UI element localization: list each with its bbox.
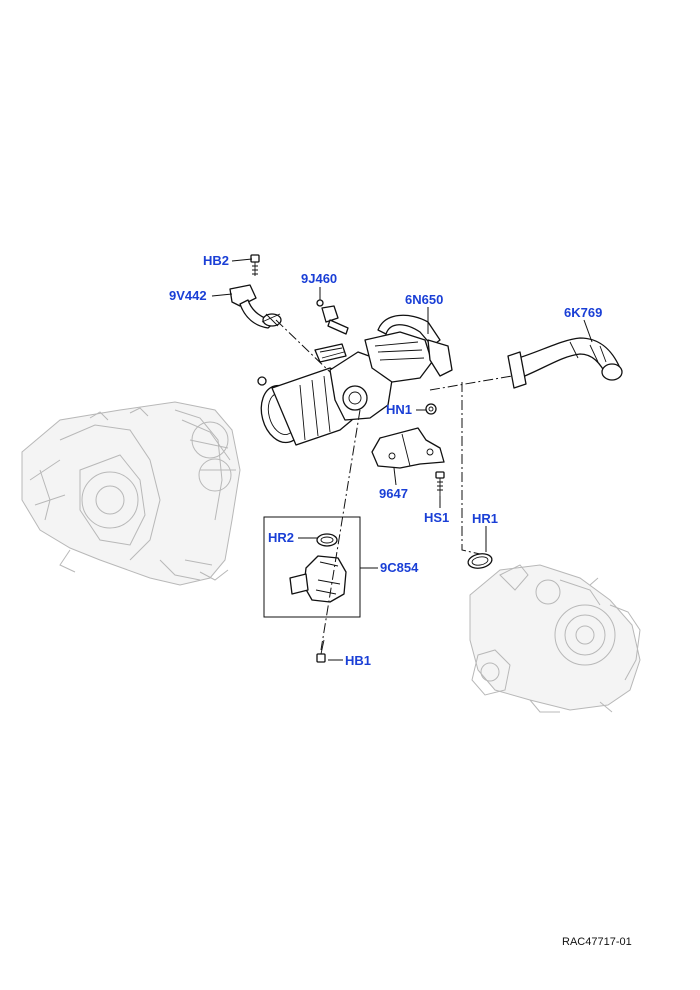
diagram-reference-code: RAC47717-01 — [562, 936, 632, 948]
sensor-9j460 — [316, 299, 349, 335]
callout-hs1: HS1 — [424, 510, 449, 525]
callout-9j460: 9J460 — [301, 271, 337, 286]
leader-lines — [211, 258, 593, 661]
bracket-9647 — [371, 427, 445, 469]
nut-hn1 — [425, 403, 437, 415]
intake-assembly — [257, 314, 453, 446]
callout-labels: HB2 9V442 9J460 6N650 6K769 HN1 9647 HS1… — [169, 253, 602, 668]
bolt-hb1 — [316, 639, 326, 663]
bolt-hb2 — [250, 254, 260, 276]
o-ring-hr1 — [467, 553, 493, 569]
detail-box-9c854 — [263, 516, 361, 618]
screw-hs1 — [435, 471, 445, 496]
callout-hb2: HB2 — [203, 253, 229, 268]
callout-9c854: 9C854 — [380, 560, 419, 575]
actuator-9c854 — [289, 533, 347, 603]
callout-hr1: HR1 — [472, 511, 498, 526]
callout-hr2: HR2 — [268, 530, 294, 545]
hose-6k769 — [507, 337, 623, 389]
transmission-ghost — [21, 401, 241, 586]
callout-6k769: 6K769 — [564, 305, 602, 320]
callout-9647: 9647 — [379, 486, 408, 501]
centerlines — [275, 319, 513, 651]
sensor-9v442 — [229, 284, 282, 329]
turbocharger-ghost — [469, 564, 641, 713]
callout-6n650: 6N650 — [405, 292, 443, 307]
callout-9v442: 9V442 — [169, 288, 207, 303]
callout-hn1: HN1 — [386, 402, 412, 417]
callout-hb1: HB1 — [345, 653, 371, 668]
